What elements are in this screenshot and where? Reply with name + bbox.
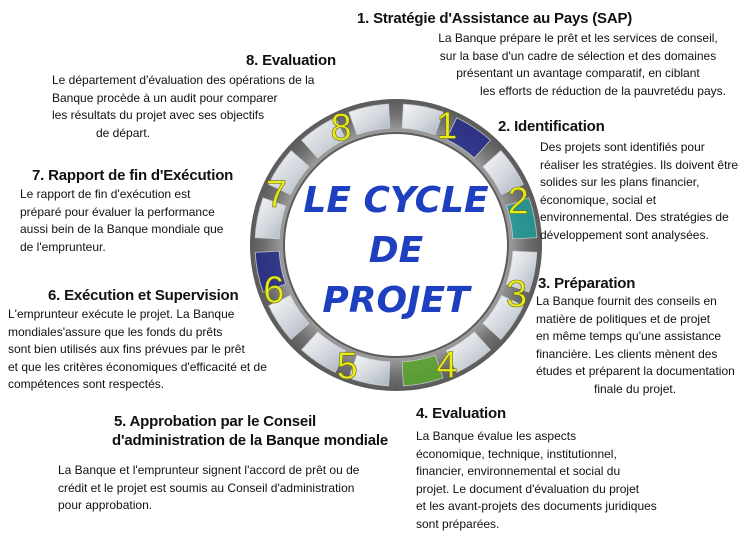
step-5-line: pour approbation. (58, 498, 153, 512)
ring-glass-segment (301, 117, 347, 159)
step-6-heading: 6. Exécution et Supervision (48, 287, 239, 304)
step-2-line: solides sur les plans financier, (540, 175, 700, 189)
step-8-heading: 8. Evaluation (246, 52, 336, 69)
step-2-line: Des projets sont identifiés pour (540, 140, 705, 154)
step-5-heading: 5. Approbation par le Conseil (114, 413, 317, 430)
step-6-line: compétences sont respectés. (8, 377, 165, 391)
ring-inner-edge (283, 132, 509, 358)
center-title-line-2: DE (369, 230, 424, 271)
step-2-line: réaliser les stratégies. Ils doivent êtr… (540, 157, 739, 172)
step-6-line: L'emprunteur exécute le projet. La Banqu… (8, 307, 235, 321)
step-2-text: Des projets sont identifiés pour réalise… (540, 139, 750, 244)
ring-glass-segment (445, 117, 491, 159)
ring-glass-segment (482, 294, 524, 340)
step-3-line: matière de politiques et de projet (536, 311, 711, 326)
step-1-line: les efforts de réduction de la pauvretéd… (480, 83, 726, 98)
step-2-line: environnemental. Des stratégies de (540, 210, 729, 224)
ring-glass-segment (505, 197, 538, 240)
ring-number-7: 7 (266, 174, 287, 216)
step-5-line: La Banque et l'emprunteur signent l'acco… (58, 463, 360, 477)
step-3-line: La Banque fournit des conseils en (536, 294, 717, 308)
step-3-line: études et préparent la documentation (536, 364, 735, 378)
step-3-heading: 3. Préparation (538, 275, 636, 292)
step-5-line: crédit et le projet est soumis au Consei… (58, 480, 355, 495)
step-7-line: de l'emprunteur. (20, 239, 106, 254)
ring-segments (254, 103, 538, 387)
ring-glass-segment (254, 197, 287, 240)
ring-number-6: 6 (263, 269, 284, 311)
step-2-heading: 2. Identification (498, 118, 605, 135)
step-5-text: La Banque et l'emprunteur signent l'acco… (58, 462, 408, 515)
step-7-text: Le rapport de fin d'exécution est prépar… (20, 186, 260, 256)
step-7-heading: 7. Rapport de fin d'Exécution (32, 167, 234, 184)
ring-glass-segment (482, 150, 524, 196)
step-4-line: économique, technique, institutionnel, (416, 446, 617, 461)
step-4-line: La Banque évalue les aspects (416, 429, 577, 443)
step-3-line: finale du projet. (594, 381, 677, 396)
step-1-line: sur la base d'un cadre de sélection et d… (439, 48, 717, 63)
step-7-line: aussi bein de la Banque mondiale que (20, 222, 224, 236)
ring-number-5: 5 (337, 346, 358, 388)
step-4-line: et les avant-projets des documents jurid… (416, 499, 657, 513)
step-4-text: La Banque évalue les aspects économique,… (416, 428, 716, 533)
step-1-line: La Banque prépare le prêt et les service… (438, 31, 718, 45)
step-8-line: Banque procède à un audit pour comparer (52, 90, 278, 105)
ring-glass-segment (268, 150, 310, 196)
step-6-line: sont bien utilisés aux fins prévues par … (8, 342, 245, 356)
step-8-text: Le département d'évaluation des opératio… (52, 72, 342, 142)
ring-glass-segment (445, 331, 491, 373)
step-7-line: Le rapport de fin d'exécution est (20, 187, 191, 201)
ring-number-3: 3 (506, 274, 527, 316)
step-6-line: mondiales'assure que les fonds du prêts (8, 324, 223, 339)
center-title-line-3: PROJET (322, 280, 472, 321)
step-6-text: L'emprunteur exécute le projet. La Banqu… (8, 306, 308, 394)
ring-numbers: 1 2 3 4 5 6 7 8 (263, 105, 529, 388)
ring-number-4: 4 (436, 345, 457, 387)
step-3-line: financière. Les clients mènent des (536, 346, 718, 361)
step-2-line: développement sont analysées. (540, 227, 709, 242)
step-8-line: Le département d'évaluation des opératio… (52, 73, 315, 87)
step-4-heading: 4. Evaluation (416, 405, 506, 422)
ring-glass-segment (348, 103, 391, 136)
step-2-line: économique, social et (540, 192, 657, 207)
step-1-line: présentant un avantage comparatif, en ci… (456, 66, 700, 80)
step-8-line: de départ. (96, 125, 151, 140)
ring-glass-segment (505, 250, 538, 293)
ring-glass-segment (401, 103, 444, 136)
center-title-line-1: LE CYCLE (303, 180, 489, 221)
ring-glass-segment (401, 354, 444, 387)
ring-glass-segment (254, 250, 287, 293)
step-3-text: La Banque fournit des conseils en matièr… (536, 293, 750, 398)
step-5-heading-line-2: d'administration de la Banque mondiale (112, 432, 389, 449)
ring-number-2: 2 (508, 181, 529, 223)
step-4-line: projet. Le document d'évaluation du proj… (416, 481, 640, 496)
step-6-line: et que les critères économiques d'effica… (8, 359, 267, 374)
ring-number-8: 8 (330, 107, 351, 149)
ring-number-1: 1 (436, 105, 457, 147)
ring-glass-segment (301, 331, 347, 373)
ring-glass-segment (268, 294, 310, 340)
step-7-line: préparé pour évaluer la performance (20, 204, 215, 219)
step-3-line: en même temps qu'une assistance (536, 329, 722, 343)
step-1-text: La Banque prépare le prêt et les service… (398, 30, 751, 100)
step-8-line: les résultats du projet avec ses objecti… (52, 108, 265, 122)
ring-glass-segment (348, 354, 391, 387)
ring-inner-disc (284, 133, 508, 357)
step-4-line: financier, environnemental et social du (416, 464, 621, 478)
step-4-line: sont préparées. (416, 516, 500, 531)
step-1-heading: 1. Stratégie d'Assistance au Pays (SAP) (357, 10, 633, 27)
